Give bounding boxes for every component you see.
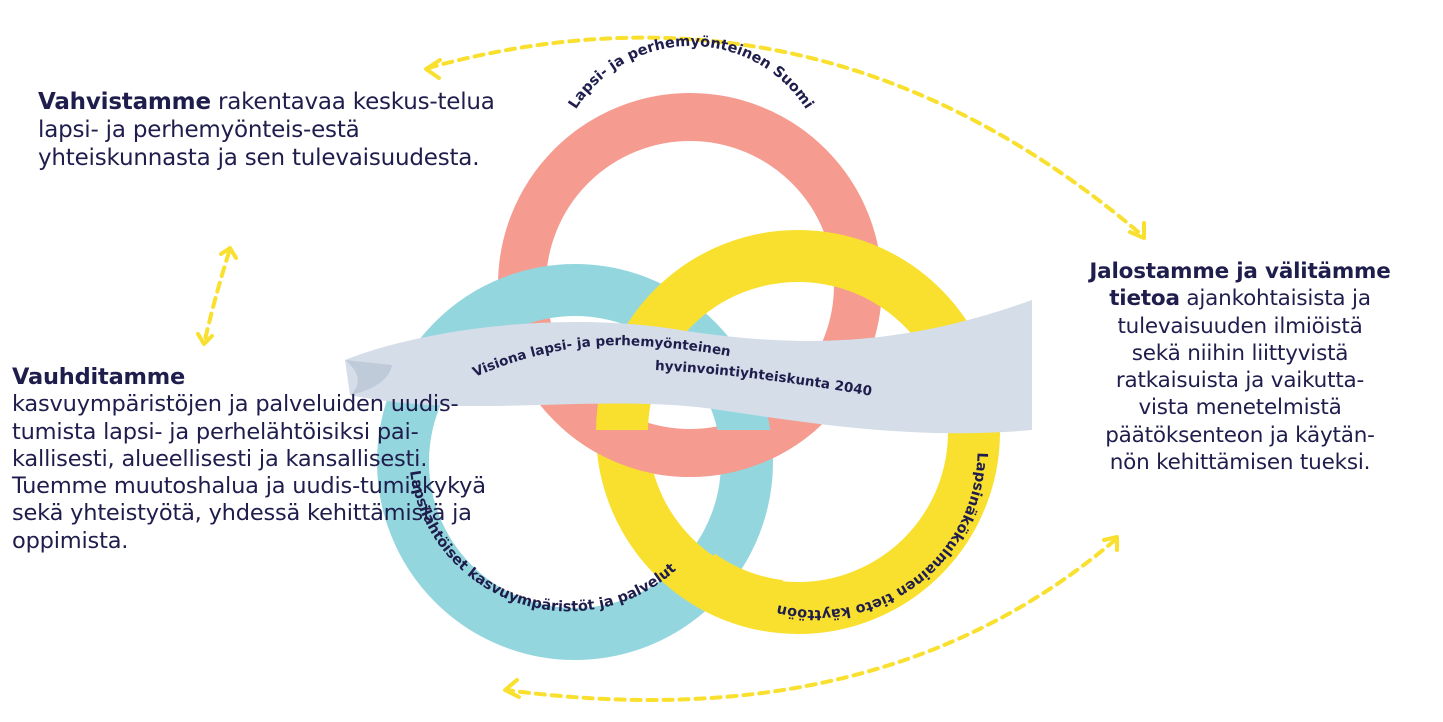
arrowheads [196,58,1146,699]
arrow-bottom [504,538,1117,702]
statement-strengthen-text: rakentavaa keskus-telua lapsi- ja perhem… [38,89,495,171]
statement-refine-line-7: päätöksenteon ja käytän- [1105,422,1375,448]
cycle-arrows [203,35,1145,702]
statement-refine-line-4: sekä niihin liittyvistä [1131,340,1349,366]
statement-refine-line-2: tietoa ajankohtaisista ja [1109,286,1371,312]
vision-ribbon [345,300,1032,434]
statement-strengthen-bold: Vahvistamme [38,89,211,115]
statement-refine-line-3: tulevaisuuden ilmiöistä [1117,313,1363,339]
statement-accelerate-bold: Vauhditamme [12,364,186,390]
ring-right-overlap [684,553,784,632]
statement-refine-line-5: ratkaisuista ja vaikutta- [1115,368,1365,394]
statement-strengthen: Vahvistamme rakentavaa keskus-telua laps… [38,88,518,172]
statement-refine-line-6: vista menetelmistä [1138,395,1342,421]
ring-top-overlap [565,430,815,477]
arrow-top [426,35,1145,238]
arrow-left [203,250,231,342]
statement-refine-line-8: nön kehittämisen tueksi. [1109,450,1371,476]
statement-refine: Jalostamme ja välitämme tietoa ajankohta… [1040,258,1440,476]
statement-accelerate-text: kasvuympäristöjen ja palveluiden uudis-t… [12,391,486,554]
statement-refine-line-1: Jalostamme ja välitämme [1089,259,1391,284]
